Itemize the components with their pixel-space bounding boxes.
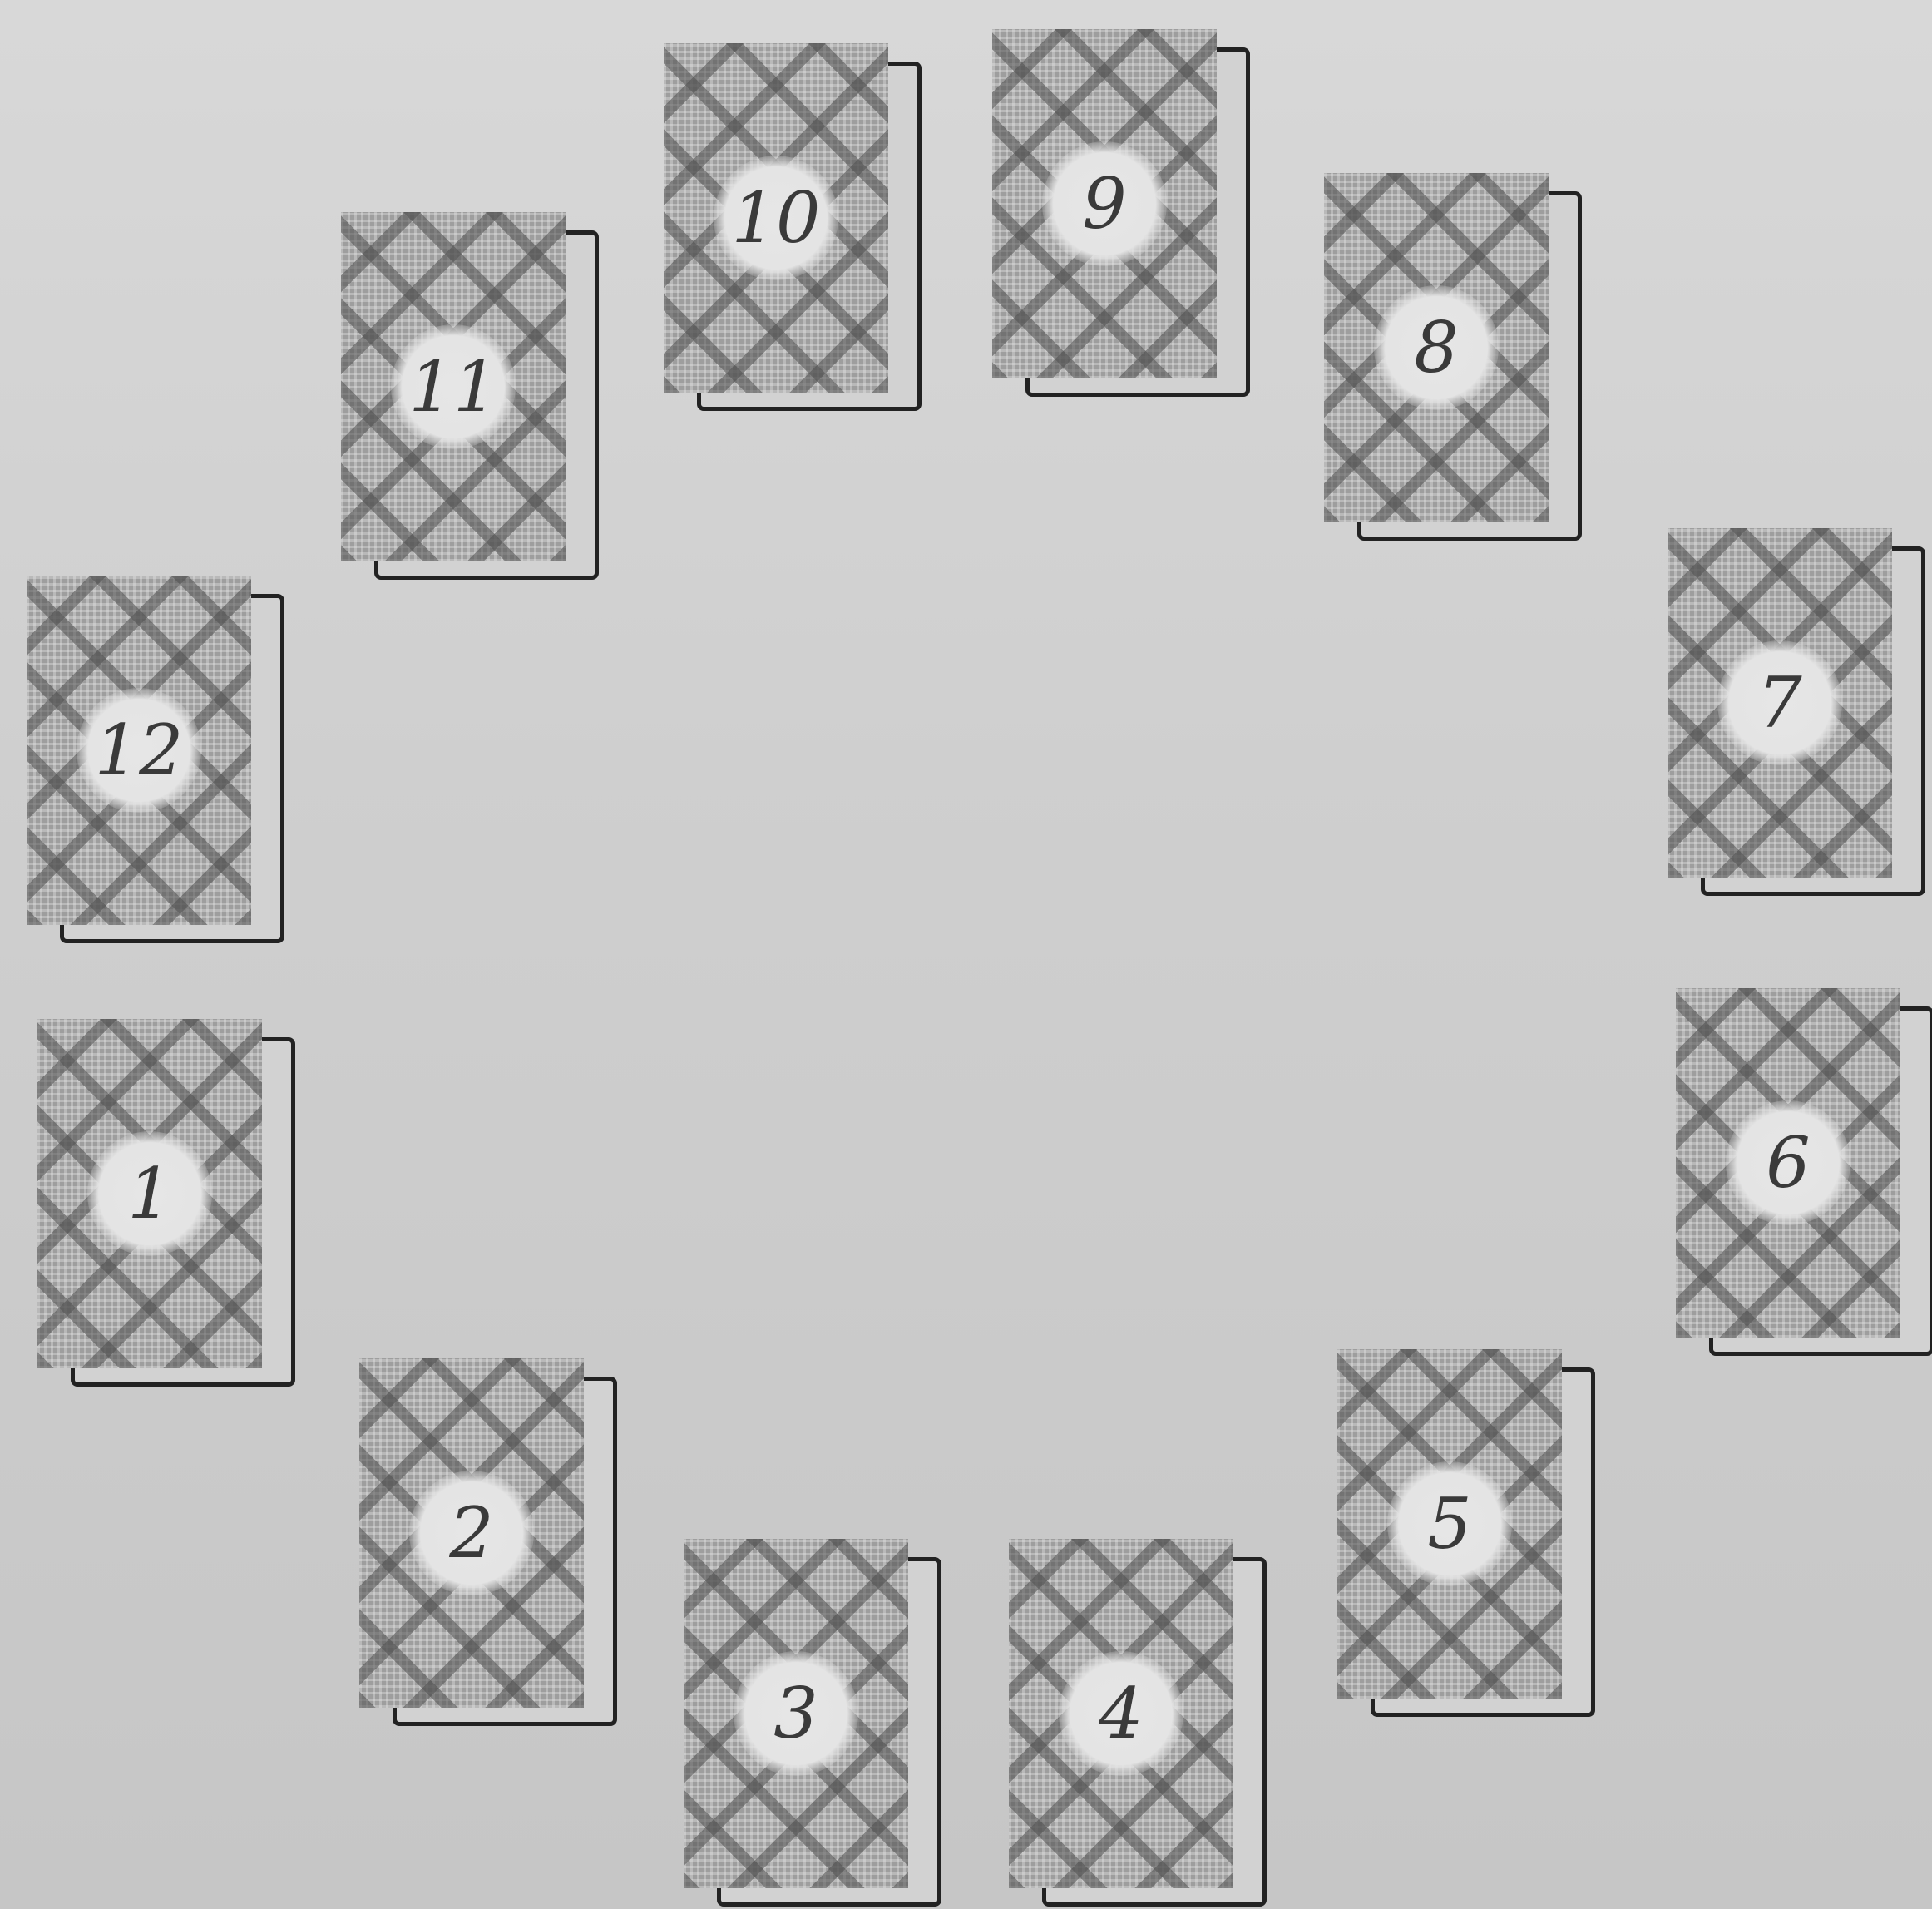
card-10-back: 10 — [664, 43, 888, 393]
card-9: 9 — [992, 29, 1217, 378]
card-11: 11 — [341, 212, 566, 561]
card-6-back: 6 — [1676, 988, 1900, 1338]
card-6-number: 6 — [1766, 1128, 1810, 1198]
card-12-back: 12 — [27, 576, 251, 925]
card-9-medallion: 9 — [1042, 141, 1167, 266]
card-11-back: 11 — [341, 212, 566, 561]
card-6-medallion: 6 — [1726, 1100, 1850, 1225]
card-5-number: 5 — [1427, 1489, 1471, 1559]
card-10-number: 10 — [732, 183, 821, 253]
card-4-number: 4 — [1099, 1679, 1143, 1748]
card-5: 5 — [1337, 1349, 1562, 1699]
card-12-medallion: 12 — [77, 688, 201, 813]
card-4-back: 4 — [1009, 1539, 1233, 1888]
card-9-back: 9 — [992, 29, 1217, 378]
card-7-back: 7 — [1668, 528, 1892, 878]
card-2-medallion: 2 — [409, 1471, 534, 1595]
card-2: 2 — [359, 1358, 584, 1708]
card-6: 6 — [1676, 988, 1900, 1338]
card-5-back: 5 — [1337, 1349, 1562, 1699]
card-11-number: 11 — [409, 352, 498, 422]
card-3-number: 3 — [773, 1679, 818, 1748]
card-1: 1 — [37, 1019, 262, 1368]
card-4-medallion: 4 — [1059, 1651, 1183, 1776]
card-3-medallion: 3 — [734, 1651, 858, 1776]
card-2-number: 2 — [449, 1498, 493, 1568]
card-12-number: 12 — [95, 715, 184, 785]
card-10-medallion: 10 — [714, 156, 838, 280]
card-8: 8 — [1324, 173, 1549, 522]
card-5-medallion: 5 — [1387, 1461, 1512, 1586]
card-10: 10 — [664, 43, 888, 393]
card-12: 12 — [27, 576, 251, 925]
card-1-medallion: 1 — [87, 1131, 212, 1256]
card-11-medallion: 11 — [391, 324, 516, 449]
card-8-back: 8 — [1324, 173, 1549, 522]
card-2-back: 2 — [359, 1358, 584, 1708]
card-8-medallion: 8 — [1374, 285, 1499, 410]
card-7: 7 — [1668, 528, 1892, 878]
card-3: 3 — [684, 1539, 908, 1888]
card-7-number: 7 — [1757, 668, 1801, 738]
card-1-back: 1 — [37, 1019, 262, 1368]
card-1-number: 1 — [127, 1159, 171, 1229]
card-3-back: 3 — [684, 1539, 908, 1888]
card-9-number: 9 — [1082, 169, 1126, 239]
card-4: 4 — [1009, 1539, 1233, 1888]
card-7-medallion: 7 — [1717, 640, 1842, 765]
card-8-number: 8 — [1414, 313, 1458, 383]
